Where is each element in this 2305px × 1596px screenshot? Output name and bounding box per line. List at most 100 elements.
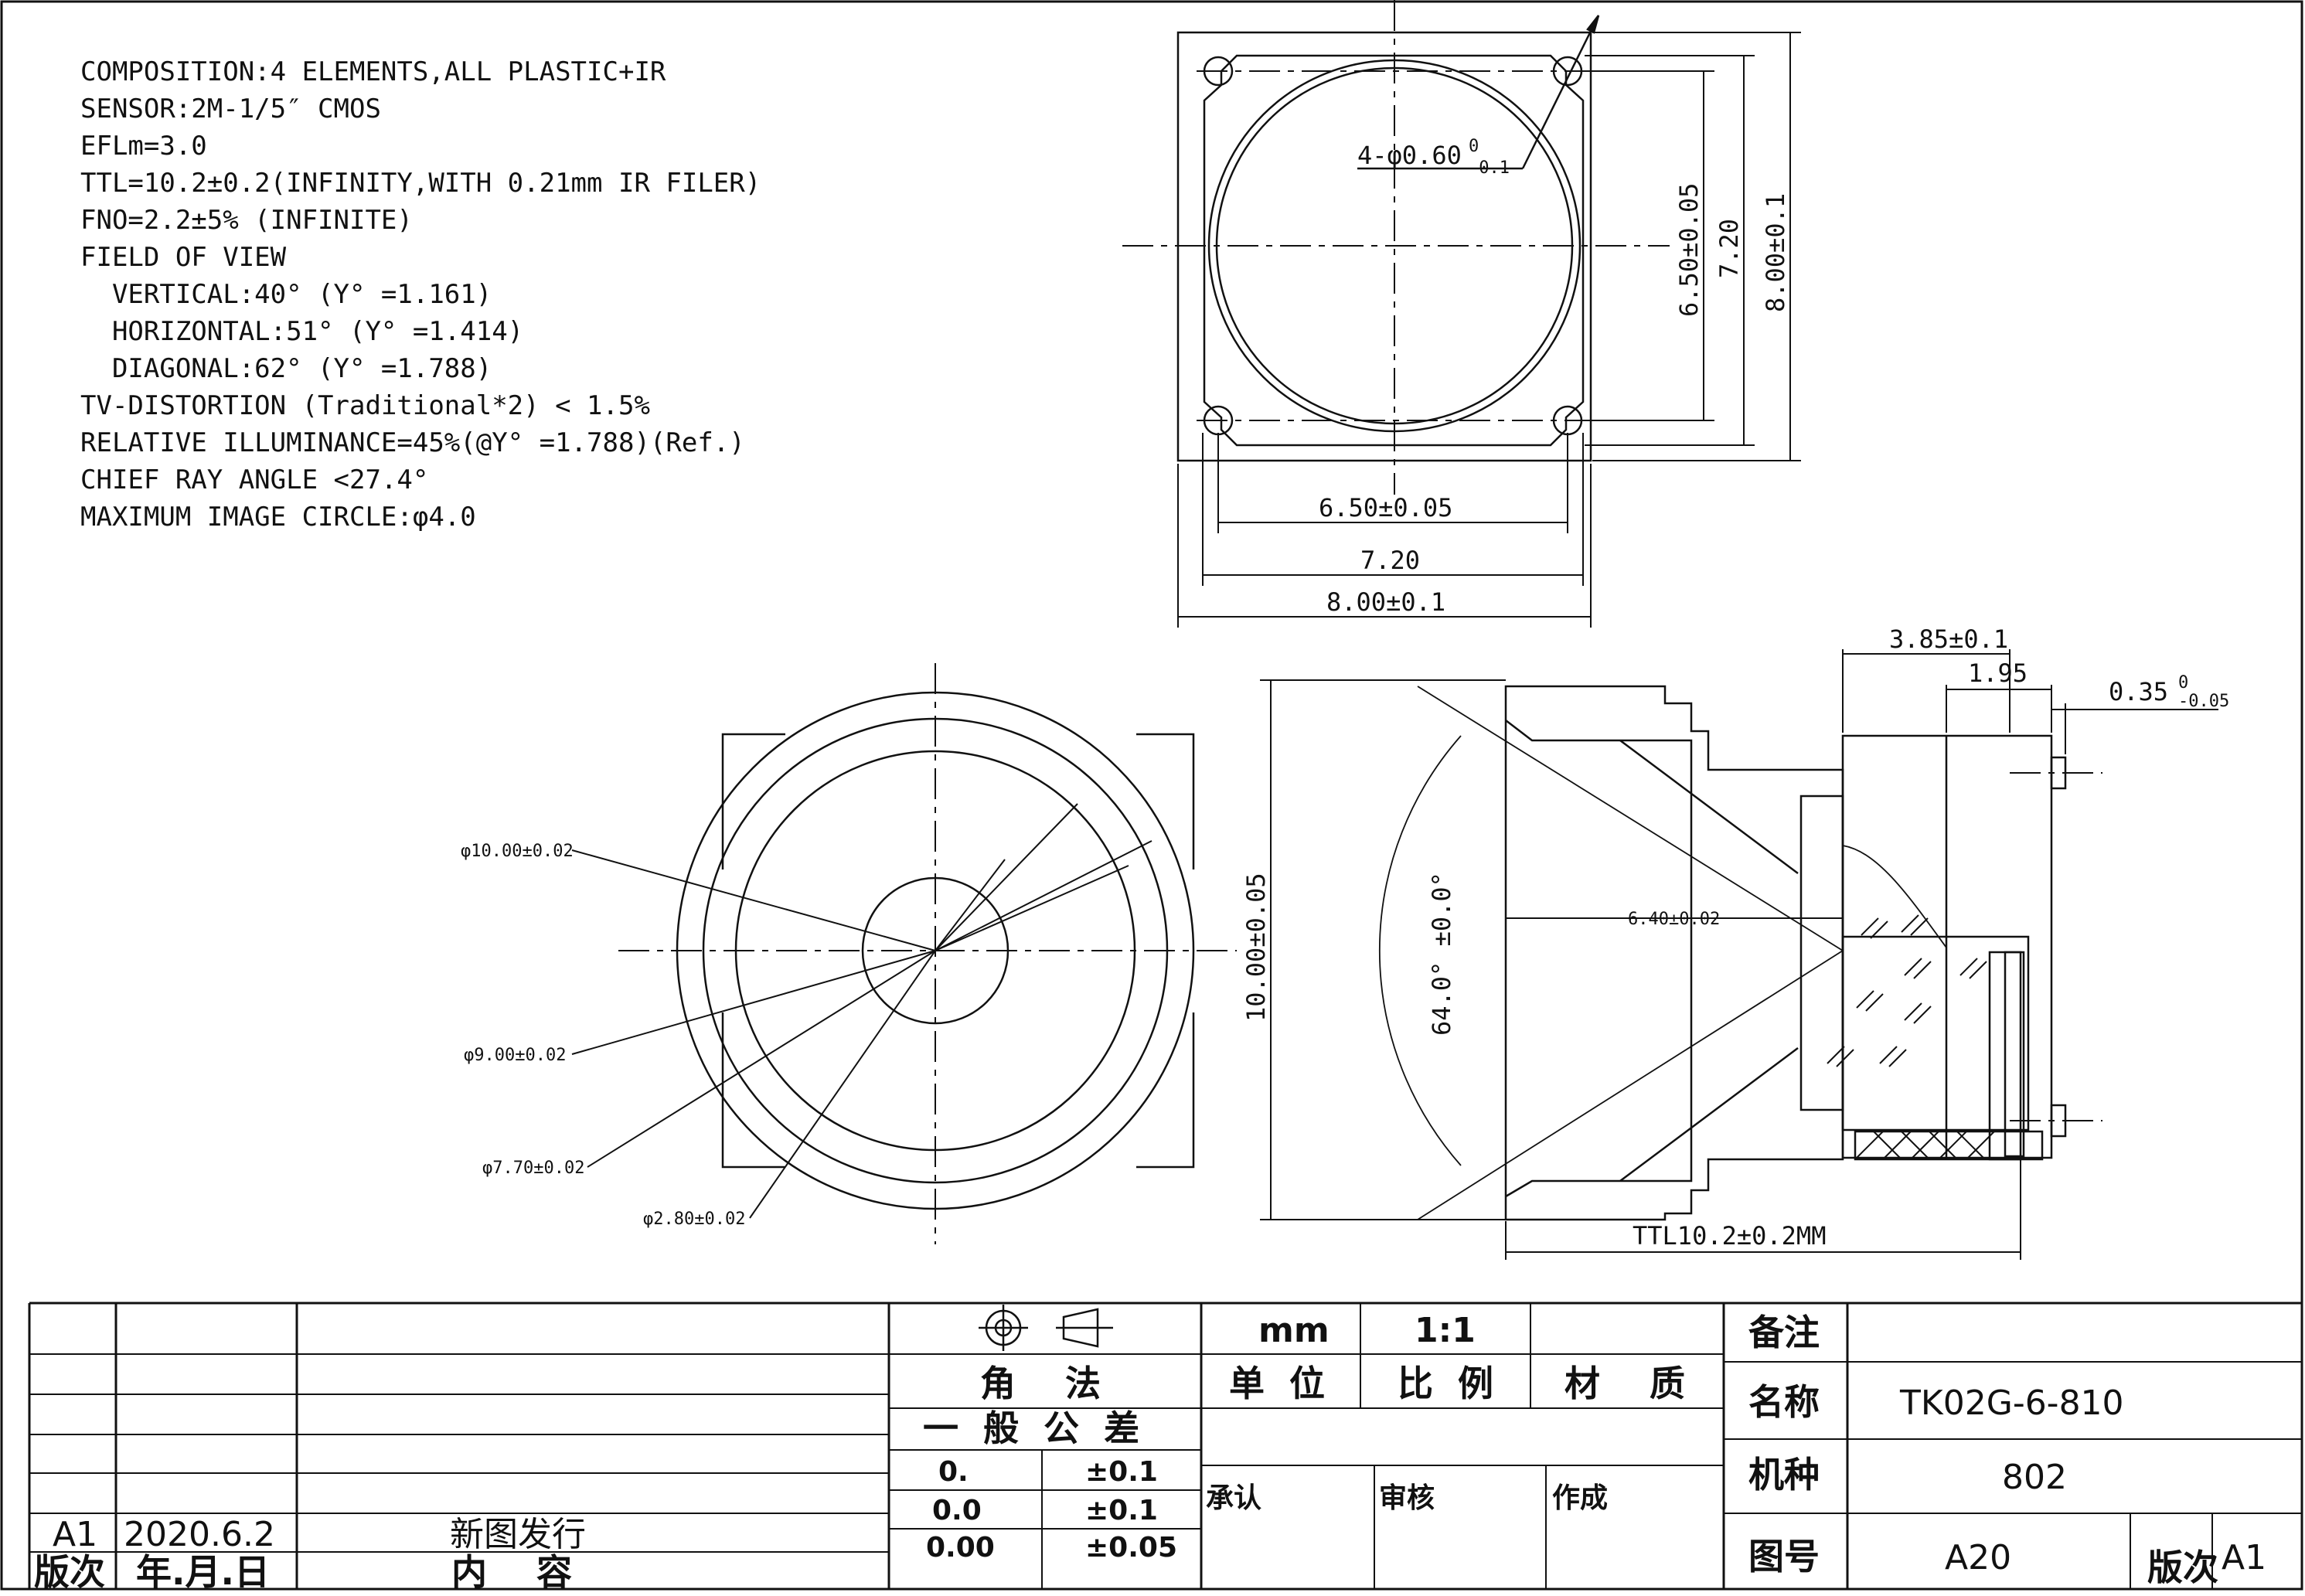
barrel-inner [1505, 720, 1693, 1198]
projection-symbol [979, 1305, 1113, 1351]
dim-720-v: 7.20 [1714, 219, 1744, 278]
hole-leader [1521, 15, 1600, 169]
rev-value: A1 [53, 1515, 97, 1554]
title-block: A1 2020.6.2 新图发行 版次 年.月.日 内 容 角 法 一 般 公 … [28, 1302, 2302, 1593]
version-label: 版次 [2147, 1547, 2218, 1588]
spec-line: EFLm=3.0 [80, 131, 207, 162]
spec-line: HORIZONTAL:51° (Y° =1.414) [80, 316, 523, 347]
lens-stack [1799, 795, 1844, 1111]
name-value: TK02G-6-810 [1899, 1383, 2124, 1423]
dim-035-lower: -0.05 [2178, 692, 2229, 711]
fov-angle: 64.0° ±0.0° [1427, 872, 1456, 1036]
ttl-dim: TTL10.2±0.2MM [1633, 1221, 1826, 1251]
projection-label: 角 法 [980, 1363, 1101, 1404]
holder-tab [721, 733, 785, 869]
dim-195: 1.95 [1968, 658, 2028, 688]
dim-1000: 10.00±0.05 [1241, 873, 1271, 1022]
spec-line: DIAGONAL:62° (Y° =1.788) [80, 353, 492, 384]
dim-035: 0.35 [2109, 677, 2168, 706]
dim-800-h: 8.00±0.1 [1326, 587, 1445, 617]
drawing-no-label: 图号 [1748, 1536, 1820, 1577]
leader [571, 849, 936, 951]
fov-arc [1378, 735, 1462, 1166]
dim-385: 3.85±0.1 [1889, 624, 2008, 654]
spec-line: VERTICAL:40° (Y° =1.161) [80, 279, 492, 310]
tol-value: ±0.05 [1085, 1532, 1177, 1564]
leader [935, 840, 1152, 951]
barrel-chamfer [1619, 739, 1799, 875]
dim-035-upper: 0 [2178, 673, 2188, 693]
hole-tol-upper: 0 [1469, 137, 1479, 156]
dim-640: 6.40±0.02 [1628, 910, 1720, 929]
holder-tab [721, 1012, 785, 1169]
unit-label: 单 位 [1229, 1363, 1325, 1404]
spec-line: MAXIMUM IMAGE CIRCLE:φ4.0 [80, 502, 476, 533]
author-label: 作成 [1552, 1482, 1608, 1514]
tol-format: 0.0 [932, 1495, 982, 1526]
scale-label: 比 例 [1398, 1363, 1493, 1404]
leader [571, 950, 936, 1055]
tol-value: ±0.1 [1085, 1495, 1158, 1526]
tol-format: 0.00 [926, 1532, 995, 1564]
projection-cone-icon [1062, 1308, 1099, 1348]
date-header: 年.月.日 [136, 1551, 270, 1592]
spec-line: COMPOSITION:4 ELEMENTS,ALL PLASTIC+IR [80, 56, 666, 87]
holder-tab [1136, 1012, 1195, 1169]
rev-content: 新图发行 [450, 1515, 586, 1554]
spec-line: FIELD OF VIEW [80, 242, 287, 273]
tolerance-title: 一 般 公 差 [923, 1407, 1139, 1449]
tol-value: ±0.1 [1085, 1456, 1158, 1488]
fov-ray [1417, 950, 1844, 1220]
dim-650-h: 6.50±0.05 [1319, 493, 1452, 522]
name-label: 名称 [1748, 1381, 1820, 1423]
spec-line: RELATIVE ILLUMINANCE=45%(@Y° =1.788)(Ref… [80, 427, 745, 458]
fov-ray [1417, 686, 1844, 951]
drawing-no-value: A20 [1945, 1538, 2011, 1577]
dim-800-v: 8.00±0.1 [1761, 193, 1790, 312]
hole-dimension: 4-φ0.60 [1357, 141, 1462, 170]
flex-cable [1854, 1130, 2044, 1161]
hole-tol-lower: -0.1 [1469, 158, 1510, 178]
leader [935, 803, 1078, 951]
leader [749, 950, 936, 1219]
leader-arrow [1586, 15, 1600, 34]
model-label: 机种 [1748, 1454, 1820, 1496]
spec-line: TTL=10.2±0.2(INFINITY,WITH 0.21mm IR FIL… [80, 168, 761, 199]
sensor-board-inner [2004, 951, 2025, 1158]
glass-hatch [1827, 914, 1987, 1067]
leader [587, 950, 936, 1168]
barrel-chamfer [1619, 1046, 1799, 1183]
approve-label: 承认 [1206, 1482, 1261, 1514]
lens-curve [1842, 845, 1947, 948]
dia-77: φ7.70±0.02 [482, 1159, 584, 1178]
leader [935, 865, 1129, 951]
material-label: 材 质 [1564, 1363, 1685, 1404]
content-header: 内 容 [451, 1551, 572, 1592]
top-view: 4-φ0.60 0 -0.1 6.50±0.05 7.20 8.00±0.1 [1122, 0, 1801, 628]
rev-header: 版次 [34, 1551, 105, 1592]
unit-value: mm [1258, 1311, 1330, 1350]
dia-28: φ2.80±0.02 [643, 1210, 745, 1229]
review-label: 审核 [1379, 1482, 1435, 1514]
leader [935, 859, 1006, 951]
spec-line: TV-DISTORTION (Traditional*2) < 1.5% [80, 390, 650, 421]
dim-650-v: 6.50±0.05 [1674, 183, 1704, 317]
dia-9: φ9.00±0.02 [464, 1046, 566, 1065]
flex-hatch [1854, 1131, 1995, 1160]
tol-format: 0. [938, 1456, 969, 1488]
side-view: 6.40±0.02 10.00±0.05 64.0° ±0.0° TTL10.2… [1241, 624, 2229, 1260]
remarks-label: 备注 [1748, 1312, 1820, 1353]
scale-value: 1:1 [1415, 1311, 1476, 1350]
spec-line: FNO=2.2±5% (INFINITE) [80, 205, 413, 236]
model-value: 802 [2002, 1458, 2067, 1497]
dim-720-h: 7.20 [1360, 546, 1420, 575]
spec-line: SENSOR:2M-1/5″ CMOS [80, 94, 381, 124]
dia-10: φ10.00±0.02 [461, 842, 574, 861]
front-view: φ10.00±0.02 φ9.00±0.02 φ7.70±0.02 φ2.80±… [461, 663, 1237, 1244]
spec-line: CHIEF RAY ANGLE <27.4° [80, 465, 428, 495]
sensor-cover [1841, 935, 2030, 1131]
spec-list: COMPOSITION:4 ELEMENTS,ALL PLASTIC+IR SE… [80, 56, 761, 533]
